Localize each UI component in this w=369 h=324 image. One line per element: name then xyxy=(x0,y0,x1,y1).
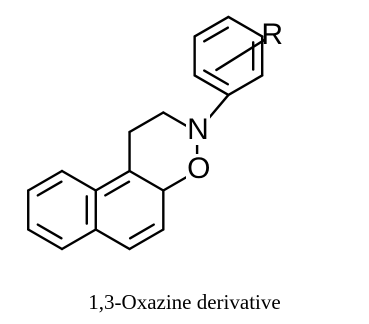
bond xyxy=(227,74,264,97)
inner-double-bond xyxy=(128,223,155,240)
figure-caption: 1,3-Oxazine derivative xyxy=(88,290,281,314)
bond xyxy=(94,228,131,251)
bond xyxy=(193,15,230,38)
inner-double-bond xyxy=(203,69,230,86)
bond xyxy=(128,169,165,192)
inner-double-bond xyxy=(36,180,63,197)
substituent-bond xyxy=(215,38,266,72)
bond xyxy=(27,228,64,251)
bond xyxy=(128,111,165,134)
bond xyxy=(128,228,165,251)
bond xyxy=(60,169,97,192)
naphthalene-left-ring xyxy=(27,169,97,251)
oxygen-atom-label: O xyxy=(186,152,212,185)
bond xyxy=(27,169,64,192)
aryl-ring xyxy=(193,15,266,134)
inner-double-bond xyxy=(36,223,63,240)
nitrogen-atom-label: N xyxy=(186,113,210,146)
inner-double-bond xyxy=(104,180,131,197)
bond xyxy=(227,15,264,38)
inner-double-bond xyxy=(203,26,230,43)
bond xyxy=(60,228,97,251)
naphthalene-right-ring xyxy=(94,169,165,251)
substituent-r-label: R xyxy=(261,17,284,51)
bond xyxy=(94,169,131,192)
bond xyxy=(193,74,230,97)
